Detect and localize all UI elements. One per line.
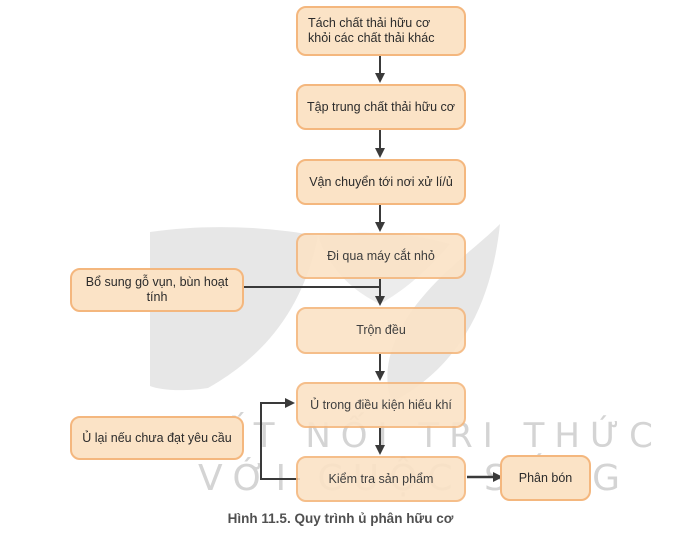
node-mix: Trộn đều: [296, 307, 466, 354]
node-transport: Vận chuyển tới nơi xử lí/ủ: [296, 159, 466, 205]
node-fertilizer: Phân bón: [500, 455, 591, 501]
node-shred: Đi qua máy cắt nhỏ: [296, 233, 466, 279]
node-check: Kiểm tra sản phẩm: [296, 456, 466, 502]
node-recompost: Ủ lại nếu chưa đạt yêu cầu: [70, 416, 244, 460]
node-compost: Ủ trong điều kiện hiếu khí: [296, 382, 466, 428]
node-collect: Tập trung chất thải hữu cơ: [296, 84, 466, 130]
node-separate: Tách chất thải hữu cơ khỏi các chất thải…: [296, 6, 466, 56]
node-add-materials: Bổ sung gỗ vụn, bùn hoạt tính: [70, 268, 244, 312]
arrow-recompost-loop: [260, 398, 300, 480]
figure-caption: Hình 11.5. Quy trình ủ phân hữu cơ: [227, 511, 454, 526]
